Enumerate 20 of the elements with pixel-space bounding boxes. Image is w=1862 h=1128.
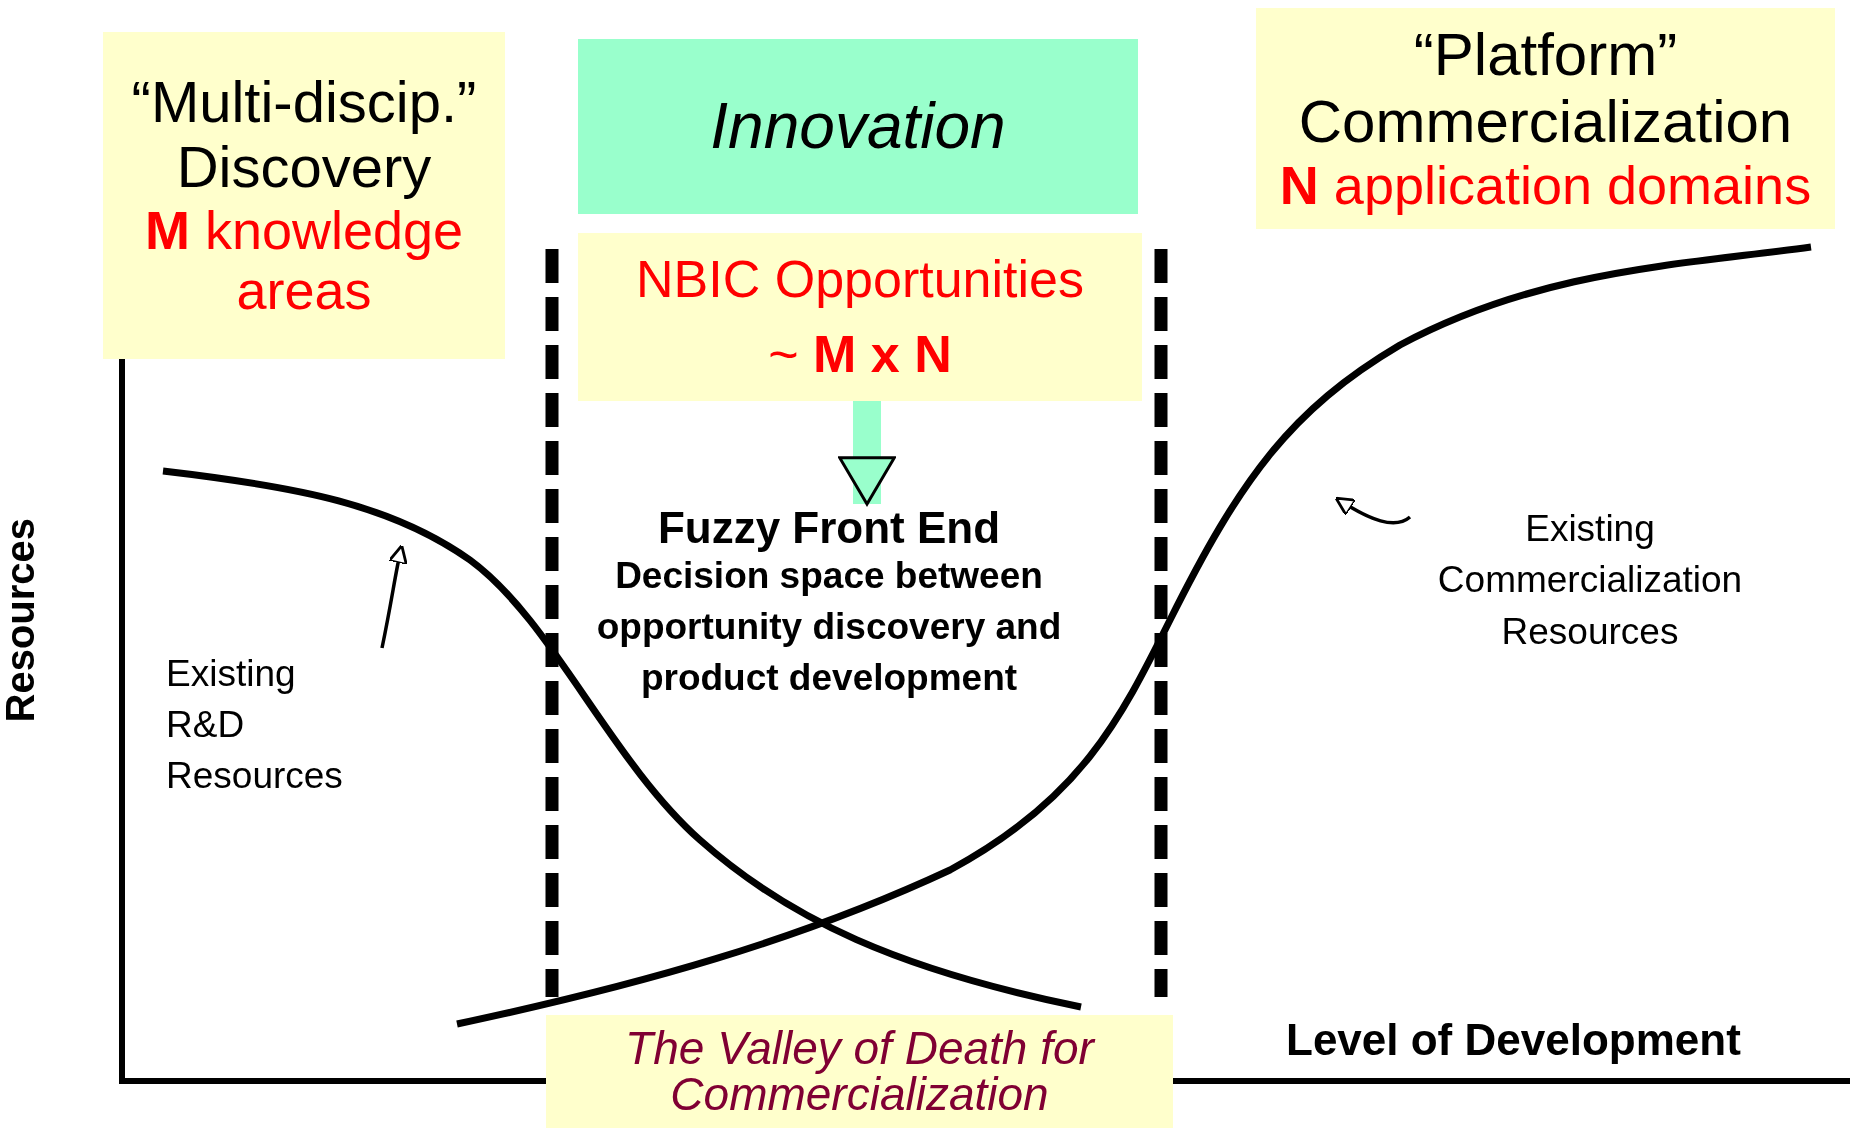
opportunities-box	[578, 233, 1142, 401]
discovery-box	[103, 32, 505, 359]
axis-title: Level of Development	[1286, 1015, 1741, 1065]
box-subtext: M knowledge areas	[143, 200, 465, 321]
callout-text: Existing Commercialization Resources	[1436, 507, 1744, 654]
box-text: NBIC Opportunities ~ M x N	[635, 248, 1085, 385]
curved-arrow	[380, 544, 408, 649]
block-arrow	[838, 401, 896, 506]
callout-text: Existing R&D Resources	[166, 652, 344, 799]
innovation-box	[578, 39, 1138, 214]
box-text: Innovation	[710, 90, 1006, 163]
box-subtext: N application domains	[1279, 155, 1812, 216]
heading: Fuzzy Front End	[657, 506, 1001, 550]
box-text: The Valley of Death for Commercialization	[624, 1026, 1097, 1117]
valley-of-death-box	[546, 1015, 1173, 1128]
commercialization-box	[1256, 8, 1835, 229]
description: Decision space between opportunity discovery and product development	[595, 554, 1063, 701]
box-heading: “Multi-discip.” Discovery	[130, 70, 478, 200]
curved-arrow	[1334, 496, 1411, 525]
box-heading: “Platform” Commercialization	[1297, 21, 1794, 156]
